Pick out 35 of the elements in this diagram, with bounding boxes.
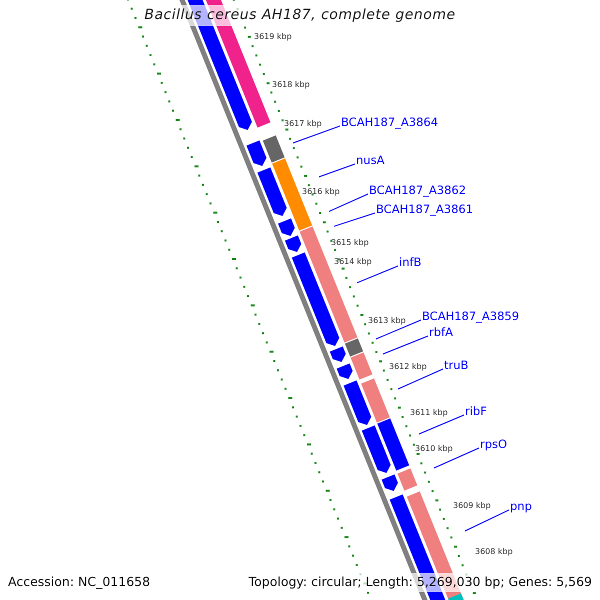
gene-label: ribF	[465, 404, 487, 418]
tick-label: 3612 kbp	[389, 362, 427, 372]
leader-line	[292, 126, 340, 144]
tick-label: 3616 kbp	[302, 187, 340, 197]
tick-label: 3608 kbp	[475, 547, 513, 557]
tick-label: 3618 kbp	[272, 80, 310, 90]
leader-line	[328, 194, 368, 212]
gene-label: BCAH187_A3861	[376, 202, 474, 216]
gene-label: truB	[444, 358, 468, 372]
leader-line	[382, 336, 428, 354]
gene-label: BCAH187_A3864	[341, 115, 438, 129]
tick-label: 3609 kbp	[453, 501, 491, 511]
leader-line	[318, 164, 356, 178]
gene-label: infB	[399, 255, 422, 269]
tick-label: 3610 kbp	[415, 444, 453, 454]
leader-line	[356, 266, 398, 284]
leader-line	[376, 320, 422, 340]
tick-label: 3617 kbp	[284, 119, 322, 129]
leader-line	[334, 212, 376, 227]
tick-label: 3613 kbp	[368, 316, 406, 326]
gene-label: rpsO	[480, 437, 508, 451]
tick-label: 3615 kbp	[331, 238, 369, 248]
tick-label: 3611 kbp	[410, 408, 448, 418]
leader-line	[434, 448, 480, 468]
tick-label: 3619 kbp	[254, 32, 292, 42]
gene-label: rbfA	[429, 325, 453, 339]
gene-label: pnp	[510, 499, 532, 513]
gene-label: BCAH187_A3859	[422, 309, 520, 323]
gene-label: nusA	[356, 153, 384, 167]
gene-label: BCAH187_A3862	[369, 183, 466, 197]
leader-line	[464, 510, 510, 532]
leader-line	[398, 368, 444, 390]
map-info: Topology: circular; Length: 5,269,030 bp; Genes: 5,569	[248, 573, 592, 592]
leader-line	[418, 414, 464, 434]
tick-label: 3614 kbp	[334, 257, 372, 267]
